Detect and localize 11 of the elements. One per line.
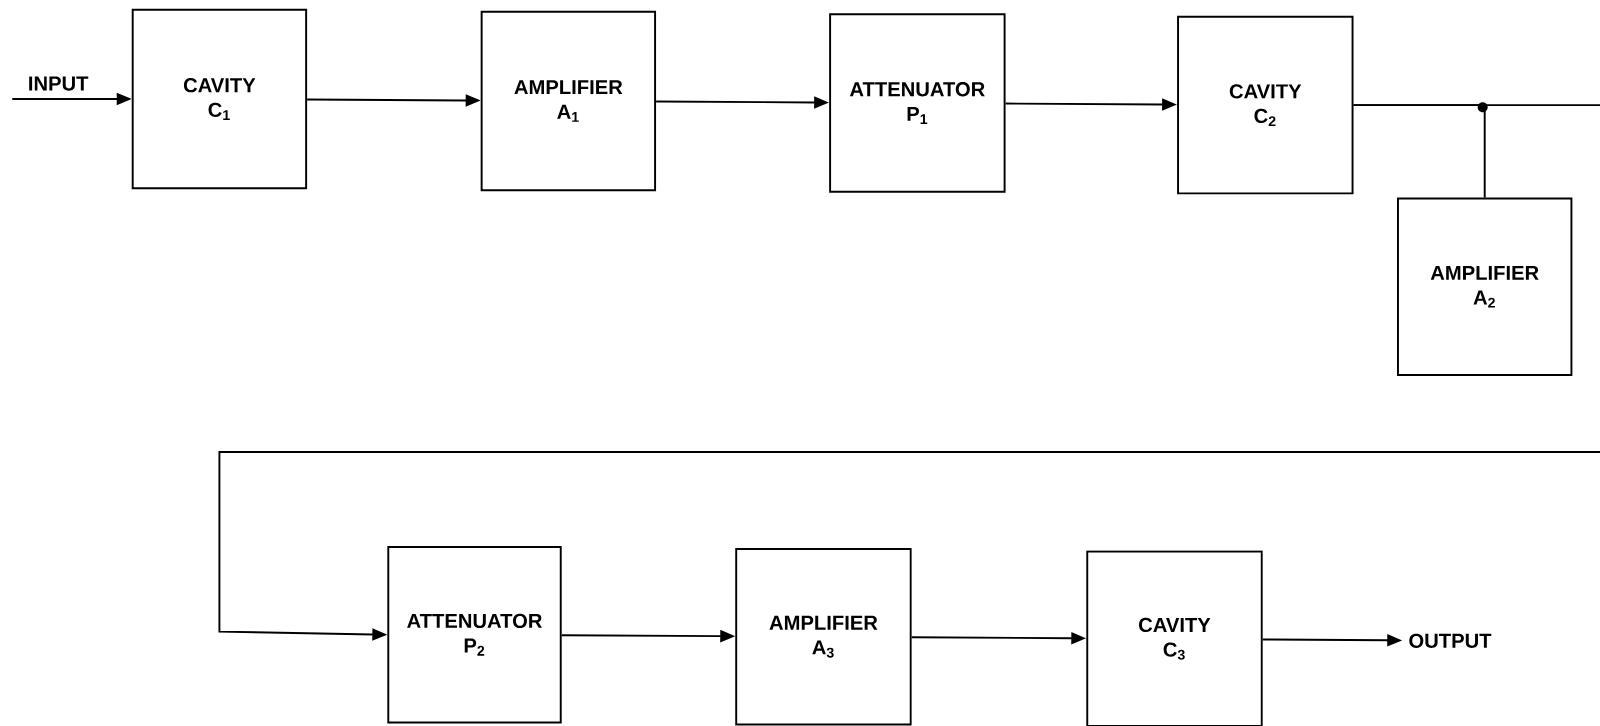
block-box: AMPLIFIER A$_{3}$ <box>735 548 912 726</box>
block-box: CAVITY C$_{3}$ <box>1086 550 1263 726</box>
block-box: CAVITY C$_{1}$ <box>131 8 308 190</box>
block-box: CAVITY C$_{2}$ <box>1177 15 1354 195</box>
edge-label: INPUT <box>26 74 91 93</box>
block-box: ATTENUATOR P$_{1}$ <box>829 13 1006 193</box>
arrow <box>218 104 1600 641</box>
block-box: AMPLIFIER A$_{2}$ <box>1397 197 1573 376</box>
block-box: ATTENUATOR P$_{2}$ <box>387 546 562 724</box>
block-box: AMPLIFIER A$_{1}$ <box>480 10 657 192</box>
output-label: OUTPUT <box>1409 633 1492 648</box>
